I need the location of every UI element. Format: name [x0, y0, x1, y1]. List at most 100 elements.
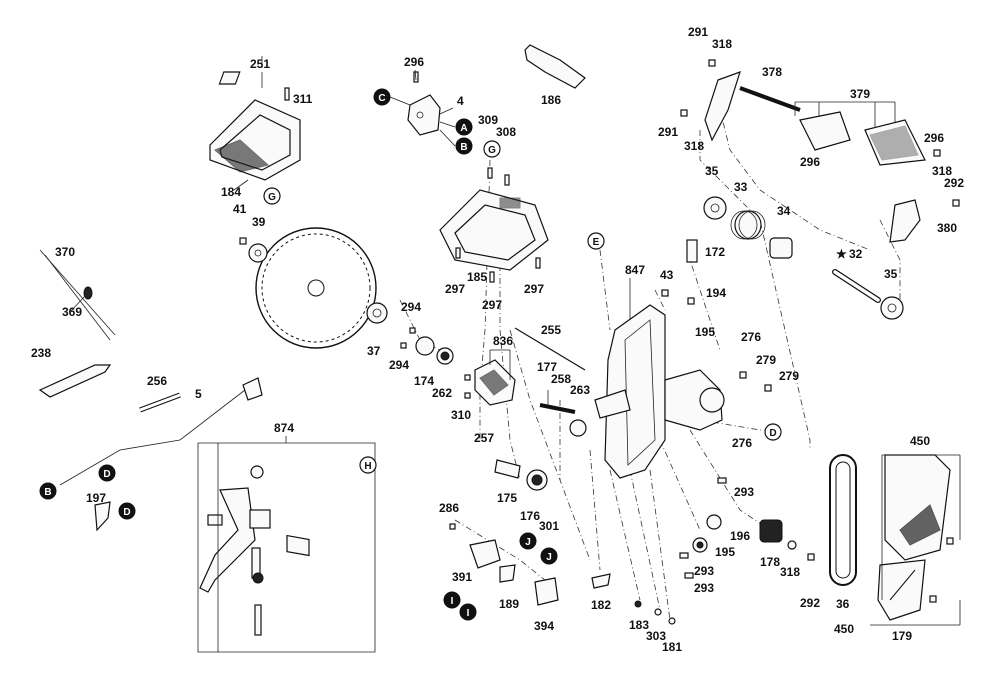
part-label: 293 [734, 485, 754, 499]
callout-c: C [378, 93, 385, 104]
part-label: 276 [732, 436, 752, 450]
belt-cover [877, 454, 951, 621]
part-label: 394 [534, 619, 554, 633]
part-label: 296 [404, 55, 424, 69]
part-label: 318 [712, 37, 732, 51]
part-label: 258 [551, 372, 571, 386]
callout-e: E [593, 237, 600, 248]
pulleys-right [692, 514, 797, 553]
part-label: 297 [524, 282, 544, 296]
part-label: 292 [944, 176, 964, 190]
cord-and-straps [38, 249, 263, 532]
part-label: 175 [497, 491, 517, 505]
part-label: 33 [734, 180, 748, 194]
part-label: 291 [658, 125, 678, 139]
part-label: 183 [629, 618, 649, 632]
part-label: 391 [452, 570, 472, 584]
part-label: 195 [695, 325, 715, 339]
part-label: 294 [389, 358, 409, 372]
part-label: 238 [31, 346, 51, 360]
part-label: 297 [482, 298, 502, 312]
part-label: 294 [401, 300, 421, 314]
part-labels: 251 311 296 4 186 309 308 291 318 378 37… [31, 25, 964, 654]
callout-j: J [546, 552, 552, 563]
callout-b: B [44, 487, 51, 498]
main-arm-847 [594, 304, 725, 479]
gear-assembly [474, 327, 587, 491]
part-label: 5 [195, 387, 202, 401]
part-label: 41 [233, 202, 247, 216]
upper-right-parts [704, 71, 926, 243]
part-label: 276 [741, 330, 761, 344]
callout-b: B [460, 142, 467, 153]
part-label: 43 [660, 268, 674, 282]
part-label: 296 [800, 155, 820, 169]
part-label: 189 [499, 597, 519, 611]
part-186 [524, 44, 586, 89]
part-label: 296 [924, 131, 944, 145]
screws [239, 59, 960, 603]
callout-i: I [451, 596, 454, 607]
callout-j: J [525, 537, 531, 548]
part-label: 185 [467, 270, 487, 284]
part-label: 450 [834, 622, 854, 636]
part-label: 178 [760, 555, 780, 569]
motor-cover [439, 189, 549, 271]
part-label: 292 [800, 596, 820, 610]
part-label: 257 [474, 431, 494, 445]
part-label: 318 [780, 565, 800, 579]
part-label: 847 [625, 263, 645, 277]
part-label: 318 [684, 139, 704, 153]
part-label: 311 [293, 92, 313, 106]
handle-assembly [209, 71, 301, 181]
lower-center-parts [469, 539, 676, 625]
part-label: 39 [252, 215, 266, 229]
part-label: 450 [910, 434, 930, 448]
part-label: 194 [706, 286, 726, 300]
part-label: 251 [250, 57, 270, 71]
part-label: 35 [705, 164, 719, 178]
part-label: 181 [662, 640, 682, 654]
part-label: 318 [932, 164, 952, 178]
part-label: 303 [646, 629, 666, 643]
part-label: 35 [884, 267, 898, 281]
part-label: 36 [836, 597, 850, 611]
part-label: 4 [457, 94, 464, 108]
saw-blade [255, 227, 377, 349]
part-label: 174 [414, 374, 434, 388]
switch-part-4 [407, 94, 441, 136]
part-label: 176 [520, 509, 540, 523]
washers-left [248, 243, 454, 365]
callout-g: G [488, 145, 496, 156]
part-label: 262 [432, 386, 452, 400]
callout-d: D [123, 507, 130, 518]
part-label: 370 [55, 245, 75, 259]
part-label: 196 [730, 529, 750, 543]
part-label: 263 [570, 383, 590, 397]
part-label: 310 [451, 408, 471, 422]
part-label: 380 [937, 221, 957, 235]
part-label: 197 [86, 491, 106, 505]
detail-box-874 [197, 442, 376, 653]
part-label: 379 [850, 87, 870, 101]
part-label: 874 [274, 421, 294, 435]
part-label: 308 [496, 125, 516, 139]
callout-i: I [467, 608, 470, 619]
part-label: 378 [762, 65, 782, 79]
part-label: 34 [777, 204, 791, 218]
callout-g: G [268, 192, 276, 203]
part-label: 301 [539, 519, 559, 533]
part-label: 836 [493, 334, 513, 348]
part-label: 179 [892, 629, 912, 643]
part-label: 172 [705, 245, 725, 259]
part-label: 279 [756, 353, 776, 367]
part-label: 195 [715, 545, 735, 559]
callout-circles: C A B G G E D D B D H J J I I [39, 88, 782, 621]
part-label: 297 [445, 282, 465, 296]
part-label: 32 [849, 247, 863, 261]
part-label: 256 [147, 374, 167, 388]
leader-lines [69, 56, 961, 652]
star-marker: ★ [836, 247, 847, 261]
